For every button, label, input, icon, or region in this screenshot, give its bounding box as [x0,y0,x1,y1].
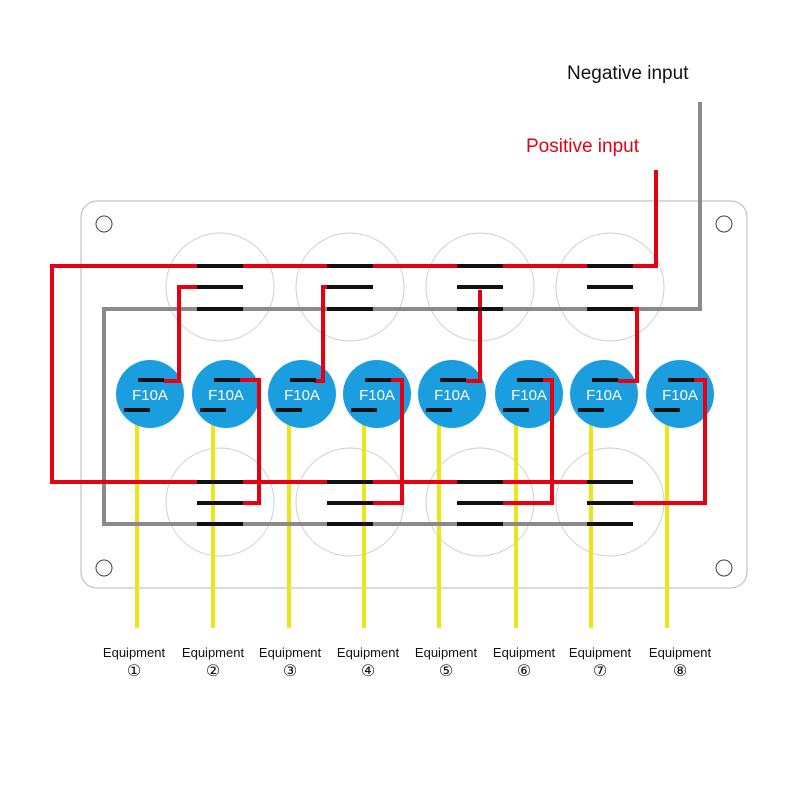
fuse-terminals [124,378,694,412]
positive-jumper-2 [240,378,261,505]
positive-jumper-5 [466,290,482,383]
positive-jumper-4 [372,378,404,505]
fuse-label: F10A [359,387,395,404]
fuse-2: F10A [192,360,260,428]
positive-wires [50,170,707,505]
fuse-label: F10A [662,387,698,404]
fuse-5: F10A [418,360,486,428]
fuse-label: F10A [284,387,320,404]
equipment-number: ⑤ [438,661,454,680]
positive-jumper-8 [632,378,707,505]
positive-input-label: Positive input [526,136,640,157]
fuse-label: F10A [586,387,622,404]
fuse-label: F10A [434,387,470,404]
equipment-number: ④ [360,661,376,680]
equipment-name: Equipment [568,645,632,660]
positive-jumper-6 [502,378,554,505]
switch-terminals [197,264,633,526]
mount-hole-top-left [95,215,113,233]
equipment-number: ⑥ [516,661,532,680]
fuse-label: F10A [132,387,168,404]
load-wires [135,410,669,628]
fuse-label: F10A [208,387,244,404]
equipment-name: Equipment [414,645,478,660]
negative-wire [102,102,702,526]
positive-feed [50,170,658,484]
equipment-name: Equipment [492,645,556,660]
equipment-number: ⑧ [672,661,688,680]
equipment-name: Equipment [102,645,166,660]
negative-wire-main [102,102,702,526]
equipment-number: ⑦ [592,661,608,680]
switch-3 [295,232,405,342]
switch-1 [165,232,275,342]
equipment-number: ② [205,661,221,680]
equipment-number: ① [126,661,142,680]
fuse-holders: F10A F10A F10A F10A F10A F10A F10A F10A [116,360,714,428]
equipment-number: ③ [282,661,298,680]
negative-input-label: Negative input [567,63,689,84]
fuse-3: F10A [268,360,336,428]
positive-jumper-7 [618,307,639,383]
equipment-name: Equipment [258,645,322,660]
switch-2 [165,447,275,557]
switch-7 [555,232,665,342]
fuse-1: F10A [116,360,184,428]
switch-panel [80,200,748,589]
equipment-name: Equipment [336,645,400,660]
fuse-7: F10A [570,360,638,428]
equipment-name: Equipment [181,645,245,660]
equipment-name: Equipment [648,645,712,660]
fuse-label: F10A [511,387,547,404]
mount-hole-bottom-right [715,559,733,577]
mount-hole-bottom-left [95,559,113,577]
mount-hole-top-right [715,215,733,233]
